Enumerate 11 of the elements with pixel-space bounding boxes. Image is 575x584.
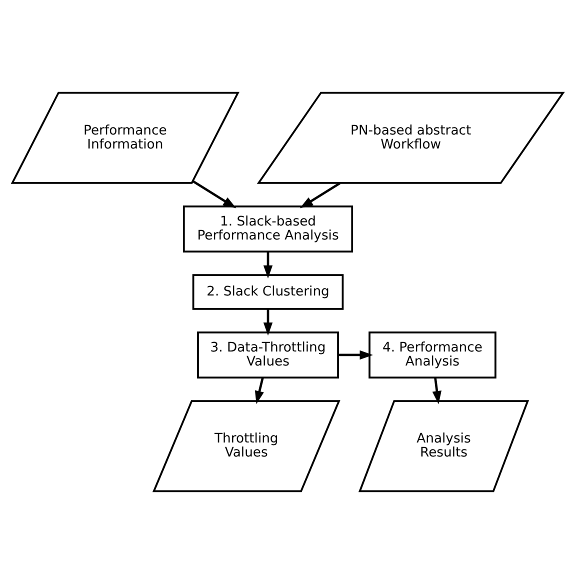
- node-box: 3. Data-Throttling Values: [197, 331, 339, 378]
- node-box: 2. Slack Clustering: [192, 274, 344, 310]
- node-box: 4. Performance Analysis: [368, 331, 496, 378]
- arrow: [432, 378, 442, 404]
- arrow: [338, 350, 373, 360]
- arrow: [192, 180, 236, 208]
- arrow: [300, 182, 340, 208]
- node-box: 1. Slack-based Performance Analysis: [182, 206, 354, 253]
- arrow: [263, 309, 273, 336]
- arrow: [254, 378, 264, 404]
- arrow: [263, 252, 273, 279]
